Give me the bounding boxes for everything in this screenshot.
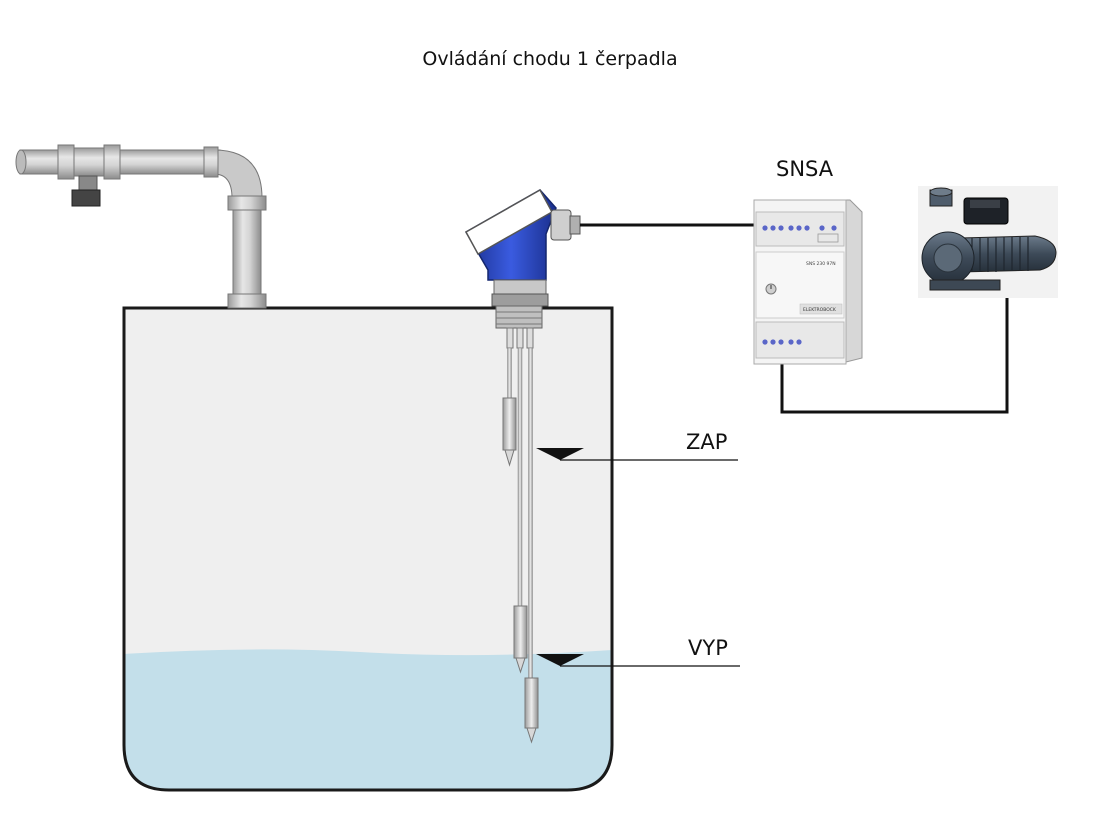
level-on-label: ZAP bbox=[686, 430, 728, 454]
pump-cable bbox=[780, 285, 1009, 414]
pump-icon bbox=[918, 186, 1058, 298]
controller-icon: SNS 230 97N ELEKTROBOCK bbox=[753, 199, 863, 365]
level-sensor-icon bbox=[464, 188, 581, 744]
tank-outline bbox=[122, 306, 614, 792]
controller-model-text: SNS 230 97N bbox=[806, 261, 836, 267]
controller-brand-text: ELEKTROBOCK bbox=[803, 307, 837, 313]
pipe-icon bbox=[15, 144, 267, 309]
page-title: Ovládání chodu 1 čerpadla bbox=[422, 48, 678, 70]
water bbox=[124, 649, 612, 790]
level-off-label: VYP bbox=[688, 636, 728, 660]
tank bbox=[122, 306, 614, 792]
level-on-marker bbox=[536, 448, 738, 461]
level-off-marker bbox=[536, 654, 740, 667]
controller-label: SNSA bbox=[776, 157, 834, 181]
